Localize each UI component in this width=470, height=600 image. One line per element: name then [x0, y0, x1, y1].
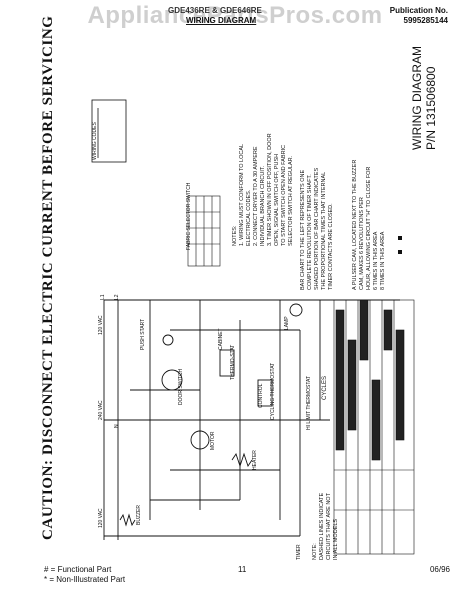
- diagram-title: WIRING DIAGRAM: [186, 16, 257, 25]
- bar-note-line: SHADED PORTION OF BAR CHART INDICATES: [314, 167, 320, 290]
- bar-note-line: COMPLETE REVOLUTION OF TIMER SHAFT.: [307, 174, 313, 290]
- pulser-line: 8 TIMES IN THIS AREA: [380, 231, 386, 290]
- pulser-line: CAM, MAKES 6 REVOLUTIONS PER: [359, 197, 365, 290]
- bar-note-line: BAR CHART TO THE LEFT REPRESENTS ONE: [300, 169, 306, 290]
- label-l1: L1: [100, 294, 106, 300]
- publication-label: Publication No.: [389, 6, 448, 15]
- pulser-line: HOUR, ALLOWING CIRCUIT "H" TO CLOSE FOR: [366, 166, 372, 290]
- label-timer: TIMER: [296, 544, 302, 560]
- label-thermostat: THERMO-STAT: [230, 344, 236, 380]
- label-heater: HEATER: [252, 450, 258, 470]
- pulser-line: A PULSER CAM, LOCATED NEXT TO THE BUZZER: [352, 159, 358, 290]
- label-hi-limit: HI LIMIT THERMOSTAT: [306, 375, 312, 430]
- footer-legend: # = Functional Part * = Non-Illustrated …: [44, 565, 125, 585]
- dashed-note-line: DASHED LINES INDICATE: [319, 492, 325, 560]
- dashed-note-line: CIRCUITS THAT ARE NOT: [326, 493, 332, 560]
- pulser-note: A PULSER CAM, LOCATED NEXT TO THE BUZZER…: [352, 160, 387, 290]
- wiring-lines: [103, 299, 400, 540]
- voltage-120-b: 120 VAC: [98, 315, 104, 335]
- page-number: 11: [238, 565, 247, 574]
- bar-note-line: TIMER CONTACTS ARE CLOSED.: [328, 203, 334, 290]
- note-line: SELECTOR SWITCH AT REGULAR.: [288, 155, 294, 246]
- note-line: INDIVIDUAL BRANCH CIRCUIT.: [260, 165, 266, 246]
- timer-chart: [333, 299, 415, 555]
- note-line: OPEN, SIGNAL SWITCH OFF, PUSH: [274, 153, 280, 246]
- note-line: NOTES:: [232, 225, 238, 246]
- label-control: CONTROL: [258, 383, 264, 408]
- note-line: 2. CONNECT DRYER TO A 30 AMPERE: [253, 146, 259, 246]
- note-line: TO START SWITCH OPEN AND FABRIC: [281, 144, 287, 246]
- pulse-marks: [398, 236, 402, 254]
- fabric-selector-title: FABRIC SELECTOR SWITCH: [186, 182, 192, 250]
- publication-info: Publication No. 5995285144: [390, 6, 448, 26]
- footer-date: 06/96: [429, 565, 450, 574]
- watermark: AppliancePartsPros.com: [87, 2, 383, 29]
- label-lamp: LAMP: [284, 316, 290, 330]
- model-title: GDE436RE & GDE646RE: [168, 6, 262, 15]
- notes-block: NOTES: 1. WIRING MUST CONFORM TO LOCAL E…: [232, 133, 295, 246]
- cycles-label: CYCLES: [322, 375, 328, 400]
- voltage-240: 240 VAC: [98, 400, 104, 420]
- note-line: 1. WIRING MUST CONFORM TO LOCAL: [239, 143, 245, 246]
- label-motor: MOTOR: [210, 431, 216, 450]
- label-n: N: [114, 424, 120, 428]
- dashed-note: NOTE: DASHED LINES INDICATE CIRCUITS THA…: [312, 493, 340, 560]
- bar-note-line: THE PROPORTIONAL TIMES THAT INTERNAL: [321, 171, 327, 290]
- label-push-start: PUSH START: [140, 318, 146, 350]
- wiring-codes-title: WIRING CODES: [92, 122, 98, 160]
- dashed-note-line: NOTE:: [312, 543, 318, 560]
- dashed-note-line: IN ALL MODELS: [333, 518, 339, 560]
- note-line: ELECTRICAL CODES.: [246, 189, 252, 246]
- voltage-120-a: 120 VAC: [98, 508, 104, 528]
- legend-box: [91, 99, 127, 163]
- label-cabinet: CABINET: [218, 328, 224, 350]
- bar-chart-note: BAR CHART TO THE LEFT REPRESENTS ONE COM…: [300, 168, 335, 290]
- note-line: 3. TIMER SHOWN IN OFF POSITION, DOOR: [267, 133, 273, 246]
- label-cycling-thermostat: CYCLING THERMOSTAT: [270, 362, 276, 420]
- label-door-switch: DOOR SWITCH: [178, 368, 184, 405]
- label-buzzer: BUZZER: [136, 505, 142, 525]
- functional-part-note: # = Functional Part: [44, 565, 112, 574]
- publication-number: 5995285144: [403, 16, 449, 25]
- non-illustrated-note: * = Non-Illustrated Part: [44, 575, 126, 584]
- fabric-selector-table: [187, 195, 221, 267]
- label-l2: L2: [114, 294, 120, 300]
- pulser-line: 6 TIMES IN THIS AREA: [373, 231, 379, 290]
